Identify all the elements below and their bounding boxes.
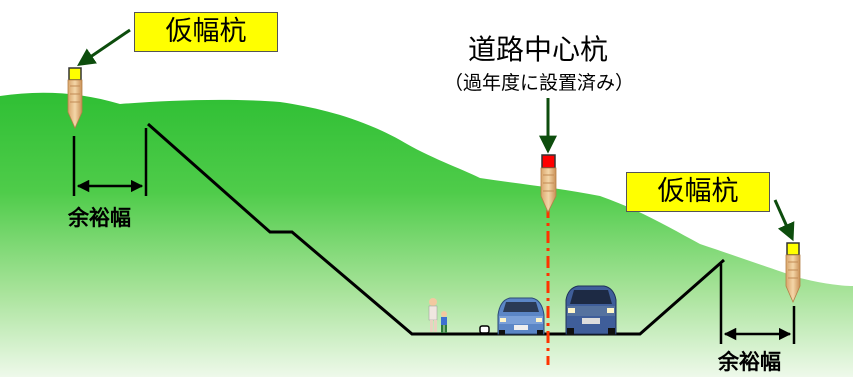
arrow-right-label bbox=[773, 199, 795, 242]
van-icon bbox=[565, 285, 617, 335]
temp-stake-label-right: 仮幅杭 bbox=[626, 172, 770, 212]
car-icon bbox=[497, 297, 545, 335]
road-center-stake bbox=[540, 154, 557, 213]
road-object bbox=[479, 325, 490, 334]
excavation-line bbox=[147, 122, 725, 336]
temp-stake-label-left: 仮幅杭 bbox=[134, 12, 278, 52]
margin-dimension-left bbox=[72, 128, 148, 196]
road-center-stake-label: 道路中心杭 bbox=[468, 33, 609, 66]
pedestrian-icon bbox=[428, 298, 447, 333]
temp-stake-left bbox=[67, 67, 83, 129]
temp-stake-right bbox=[785, 242, 801, 303]
hillside-terrain bbox=[0, 92, 853, 377]
road-center-stake-note: （過年度に設置済み） bbox=[444, 72, 635, 94]
arrow-left-label bbox=[77, 28, 131, 67]
margin-dimension-right bbox=[719, 264, 796, 344]
margin-width-label-left: 余裕幅 bbox=[68, 206, 131, 230]
margin-width-label-right: 余裕幅 bbox=[718, 350, 781, 374]
